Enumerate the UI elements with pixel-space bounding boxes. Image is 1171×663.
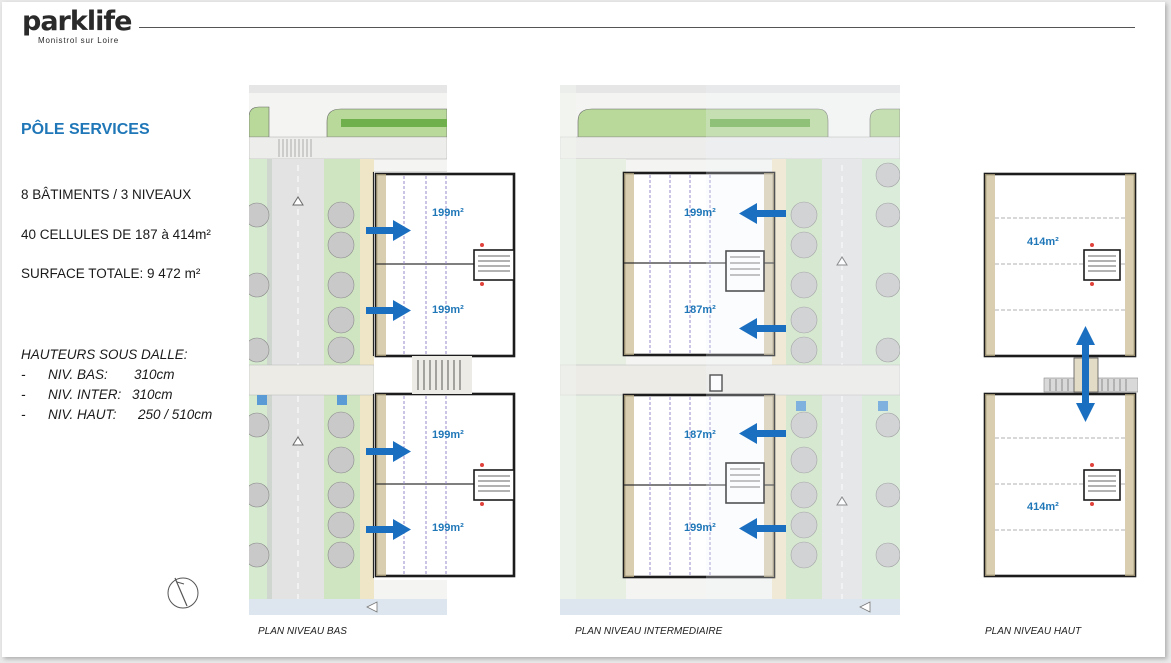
brand-logo: parklife Monistrol sur Loire <box>22 6 132 50</box>
height-label: NIV. INTER: <box>48 387 122 402</box>
area-label-bas-2: 199m² <box>432 304 464 316</box>
info-buildings: 8 BÂTIMENTS / 3 NIVEAUX <box>21 187 192 202</box>
arrow-left-icon <box>739 203 786 224</box>
height-row-bas: - NIV. BAS: 310cm <box>21 367 175 382</box>
area-label-inter-2: 187m² <box>684 304 716 316</box>
north-arrow-icon <box>167 577 199 609</box>
area-label-bas-4: 199m² <box>432 522 464 534</box>
area-label-inter-1: 199m² <box>684 207 716 219</box>
area-label-haut-1: 414m² <box>1027 236 1059 248</box>
height-label: NIV. HAUT: <box>48 407 117 422</box>
arrow-up-down-icon <box>1076 326 1095 422</box>
arrow-left-icon <box>739 318 786 339</box>
brand-name: parklife <box>22 6 132 37</box>
caption-plan-bas: PLAN NIVEAU BAS <box>258 626 347 637</box>
height-value: 250 / 510cm <box>138 407 213 422</box>
section-title: PÔLE SERVICES <box>21 121 150 138</box>
plan-haut-drawing <box>982 172 1138 580</box>
arrow-right-icon <box>366 300 411 321</box>
plan-bas-buildings <box>374 172 516 580</box>
height-label: NIV. BAS: <box>48 367 108 382</box>
height-row-inter: - NIV. INTER: 310cm <box>21 387 173 402</box>
arrow-left-icon <box>739 518 786 539</box>
caption-plan-intermediaire: PLAN NIVEAU INTERMEDIAIRE <box>575 626 723 637</box>
brand-subtitle: Monistrol sur Loire <box>38 36 120 45</box>
arrow-right-icon <box>366 220 411 241</box>
height-value: 310cm <box>134 367 175 382</box>
plan-niveau-intermediaire <box>560 85 900 615</box>
arrow-left-icon <box>739 423 786 444</box>
height-dash: - <box>21 407 26 422</box>
plan-bas-building-drawing <box>374 172 516 580</box>
info-total-surface: SURFACE TOTALE: 9 472 m² <box>21 266 201 281</box>
height-value: 310cm <box>132 387 173 402</box>
height-dash: - <box>21 367 26 382</box>
header-divider <box>139 27 1135 28</box>
area-label-inter-4: 199m² <box>684 522 716 534</box>
heights-title: HAUTEURS SOUS DALLE: <box>21 347 188 362</box>
plan-inter-drawing <box>560 85 900 615</box>
arrow-right-icon <box>366 519 411 540</box>
height-dash: - <box>21 387 26 402</box>
info-cells: 40 CELLULES DE 187 à 414m² <box>21 227 211 242</box>
caption-plan-haut: PLAN NIVEAU HAUT <box>985 626 1082 637</box>
area-label-bas-3: 199m² <box>432 429 464 441</box>
area-label-bas-1: 199m² <box>432 207 464 219</box>
height-row-haut: - NIV. HAUT: 250 / 510cm <box>21 407 212 422</box>
arrow-right-icon <box>366 441 411 462</box>
plan-niveau-haut <box>982 172 1138 580</box>
area-label-inter-3: 187m² <box>684 429 716 441</box>
area-label-haut-2: 414m² <box>1027 501 1059 513</box>
